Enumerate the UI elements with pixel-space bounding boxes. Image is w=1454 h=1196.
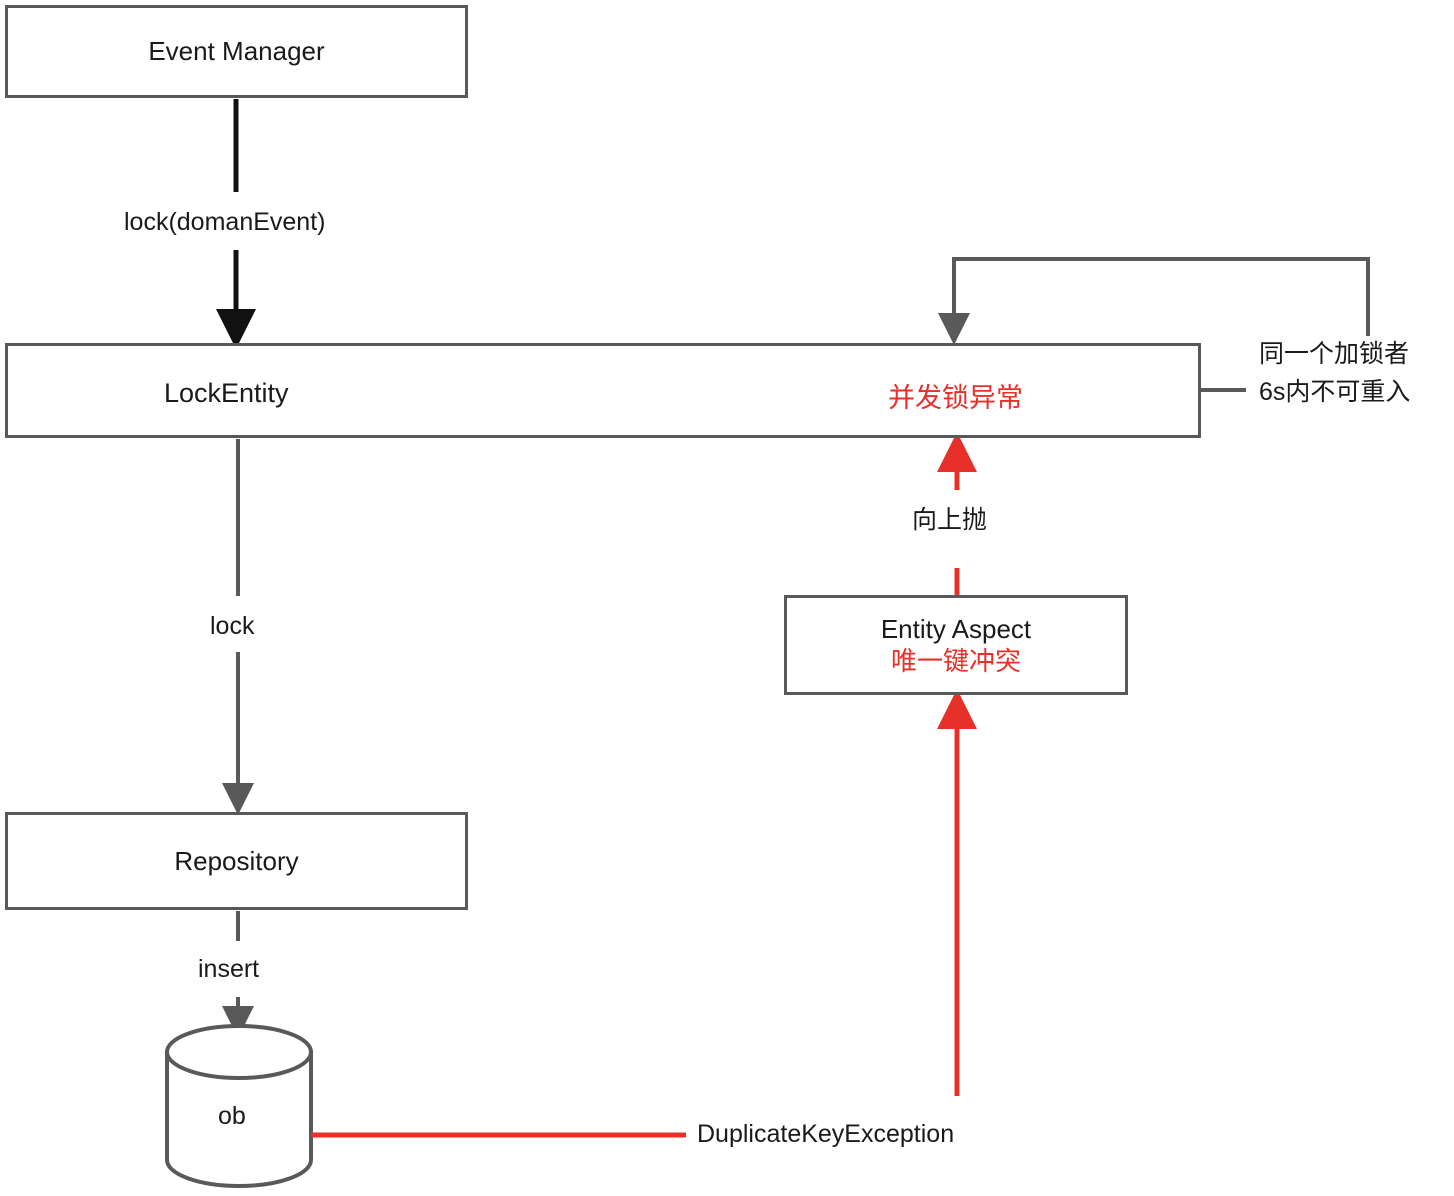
node-repository-label: Repository <box>174 845 299 876</box>
node-lock-entity[interactable] <box>5 343 1201 438</box>
edge-label-throw-up: 向上抛 <box>912 504 988 537</box>
node-event-manager[interactable]: Event Manager <box>5 5 468 98</box>
node-entity-aspect[interactable]: Entity Aspect 唯一键冲突 <box>784 595 1128 695</box>
node-entity-aspect-label: Entity Aspect <box>880 613 1032 644</box>
node-repository[interactable]: Repository <box>5 812 468 910</box>
node-event-manager-label: Event Manager <box>148 36 325 67</box>
edge-label-duplicate-key-exception: DuplicateKeyException <box>697 1118 955 1151</box>
edge-lock-entity-self-loop <box>938 257 1370 345</box>
reentrant-note-line-1: 同一个加锁者 <box>1259 340 1410 368</box>
reentrant-note-line-2: 6s内不可重入 <box>1259 377 1411 406</box>
database-label: ob <box>218 1102 246 1130</box>
edge-label-lock-doman-event: lock(domanEvent) <box>124 206 326 239</box>
node-lock-entity-annotation: 并发锁异常 <box>888 383 1023 413</box>
node-entity-aspect-annotation: 唯一键冲突 <box>890 646 1021 676</box>
database-cylinder <box>165 1024 313 1188</box>
edge-label-lock: lock <box>210 610 255 643</box>
edge-label-reentrant-note: 同一个加锁者 6s内不可重入 <box>1259 336 1411 411</box>
edge-label-insert: insert <box>198 953 260 986</box>
node-lock-entity-label: LockEntity <box>164 378 289 408</box>
